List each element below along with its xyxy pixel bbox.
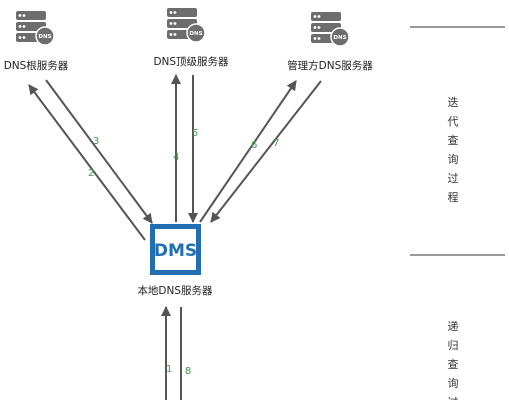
arrow-step-2: [28, 84, 146, 241]
recursive-query-label: 递 归 查 询 过: [448, 319, 459, 400]
arrow-step-3: [45, 79, 153, 224]
recursive-char: 询: [448, 377, 459, 390]
auth-server-label: 管理方DNS服务器: [287, 59, 373, 72]
step-5-label: 5: [192, 128, 198, 139]
step-7-label: 7: [273, 138, 279, 149]
tld-server-label: DNS顶级服务器: [153, 55, 229, 68]
iterative-char: 查: [448, 133, 459, 147]
step-8-label: 8: [185, 366, 191, 377]
auth-icon-text: DNS: [333, 35, 346, 41]
recursive-char: 过: [448, 396, 459, 400]
iterative-char: 过: [448, 172, 459, 185]
step-3-label: 3: [93, 136, 99, 147]
local-server-label: 本地DNS服务器: [137, 284, 213, 297]
recursive-char: 归: [448, 338, 459, 352]
root-server-icon: DNS: [16, 11, 55, 46]
arrow-step-6: [199, 80, 297, 223]
tld-server-icon: DNS: [167, 8, 206, 43]
recursive-char: 递: [448, 319, 459, 333]
step-2-label: 2: [88, 168, 94, 179]
step-1-label: 1: [166, 364, 172, 375]
root-icon-text: DNS: [38, 34, 51, 40]
local-logo-text: DMS: [154, 241, 197, 261]
step-6-label: 6: [251, 140, 257, 151]
iterative-char: 迭: [448, 96, 459, 109]
tld-icon-text: DNS: [189, 31, 202, 37]
iterative-char: 代: [448, 115, 459, 128]
step-4-label: 4: [173, 152, 179, 163]
root-server-label: DNS根服务器: [4, 59, 69, 72]
arrow-step-7: [210, 80, 322, 223]
auth-server-icon: DNS: [311, 12, 350, 47]
iterative-query-label: 迭 代 查 询 过 程: [448, 96, 459, 204]
recursive-char: 查: [448, 357, 459, 371]
local-server-icon: DMS: [150, 224, 201, 275]
iterative-char: 程: [448, 191, 459, 204]
iterative-char: 询: [448, 153, 459, 166]
